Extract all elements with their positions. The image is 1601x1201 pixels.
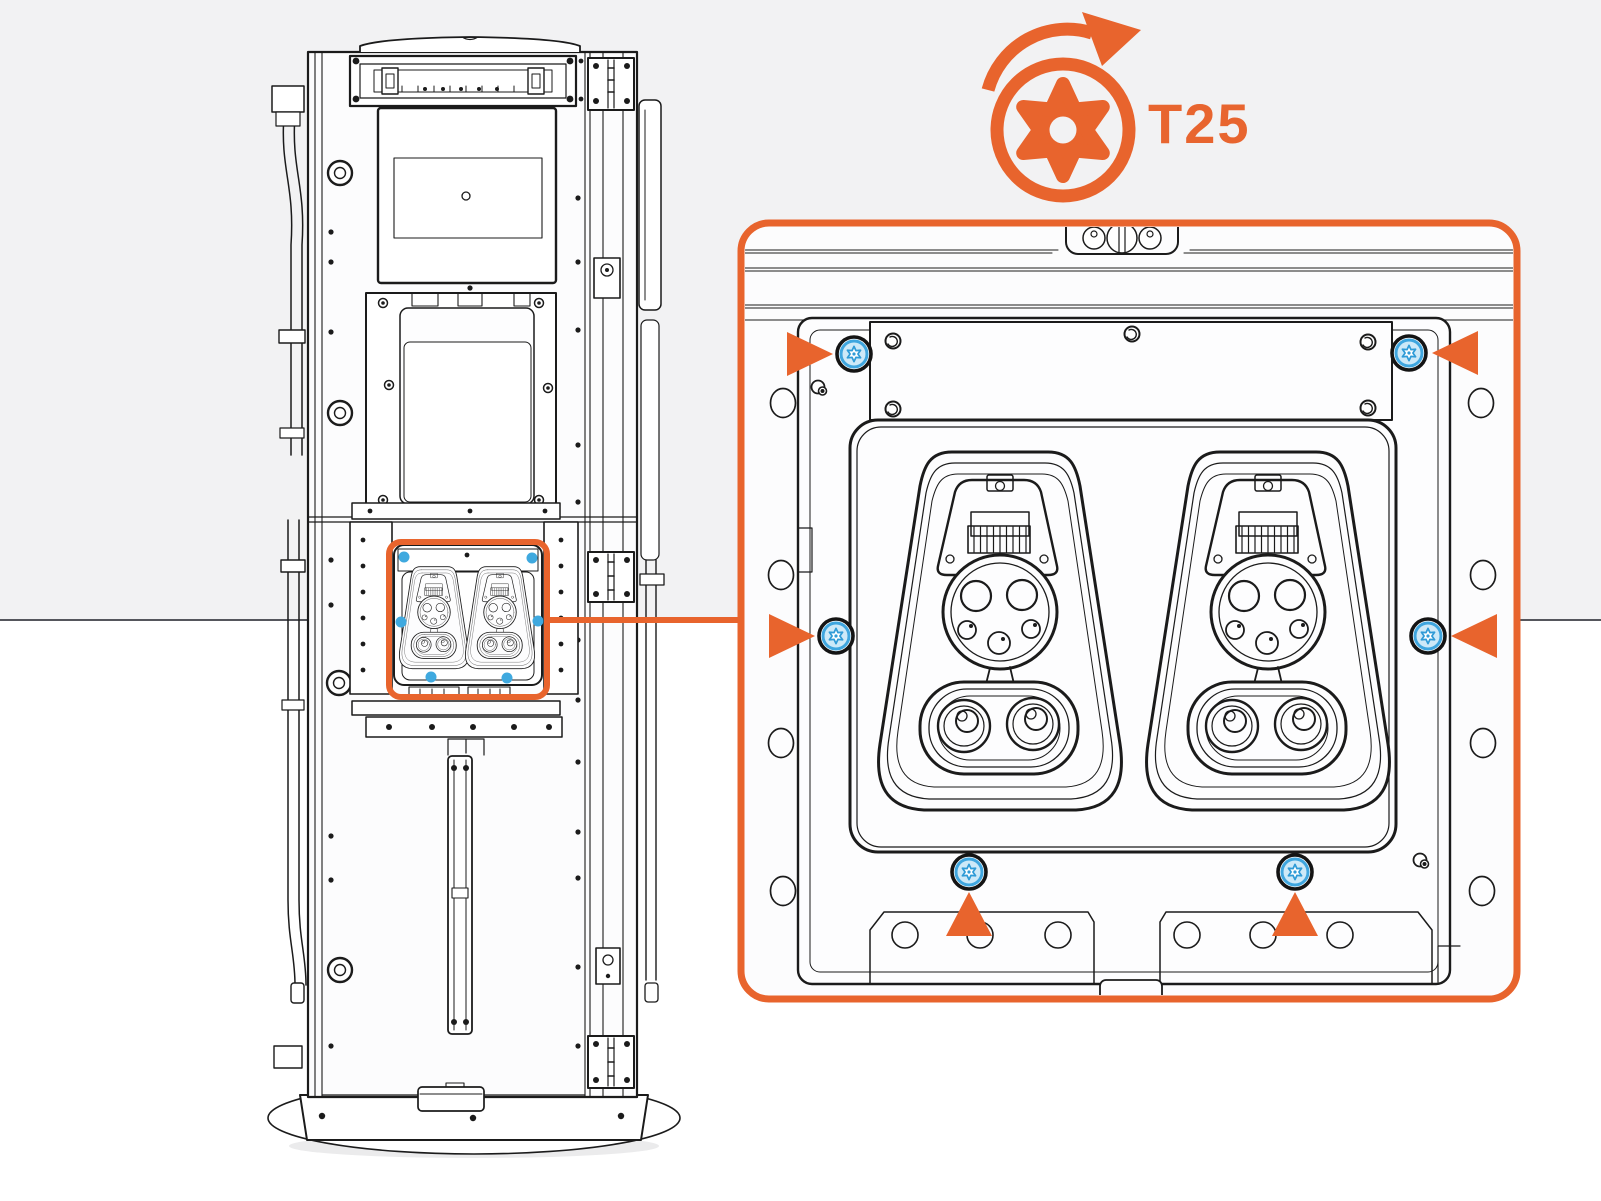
clockwise-rotation-arrow-icon [981, 12, 1141, 92]
torx-screw-bottom-left [950, 853, 988, 891]
torx-screw-middle-left [817, 617, 855, 655]
torx-screw-middle-right [1409, 617, 1447, 655]
torx-t25-bit-icon [990, 57, 1136, 203]
arrow-bottom-right [1272, 892, 1318, 936]
torx-screw-top-right [1390, 334, 1428, 372]
charger-front-view [267, 36, 681, 1158]
arrow-middle-right [1451, 614, 1497, 658]
arrow-top-left [787, 332, 833, 376]
marked-screw-dots [395, 551, 544, 684]
torx-screw-top-left [835, 335, 873, 373]
arrow-middle-left [769, 614, 815, 658]
arrow-bottom-left [946, 892, 992, 936]
arrow-top-right [1432, 331, 1478, 375]
torx-screw-bottom-right [1276, 853, 1314, 891]
pointer-arrows [769, 331, 1497, 936]
t25-tool-icon [981, 12, 1141, 203]
connector-panel-detail-view [737, 219, 1521, 1003]
t25-label: T25 [1148, 92, 1251, 155]
callout-line [545, 617, 744, 623]
